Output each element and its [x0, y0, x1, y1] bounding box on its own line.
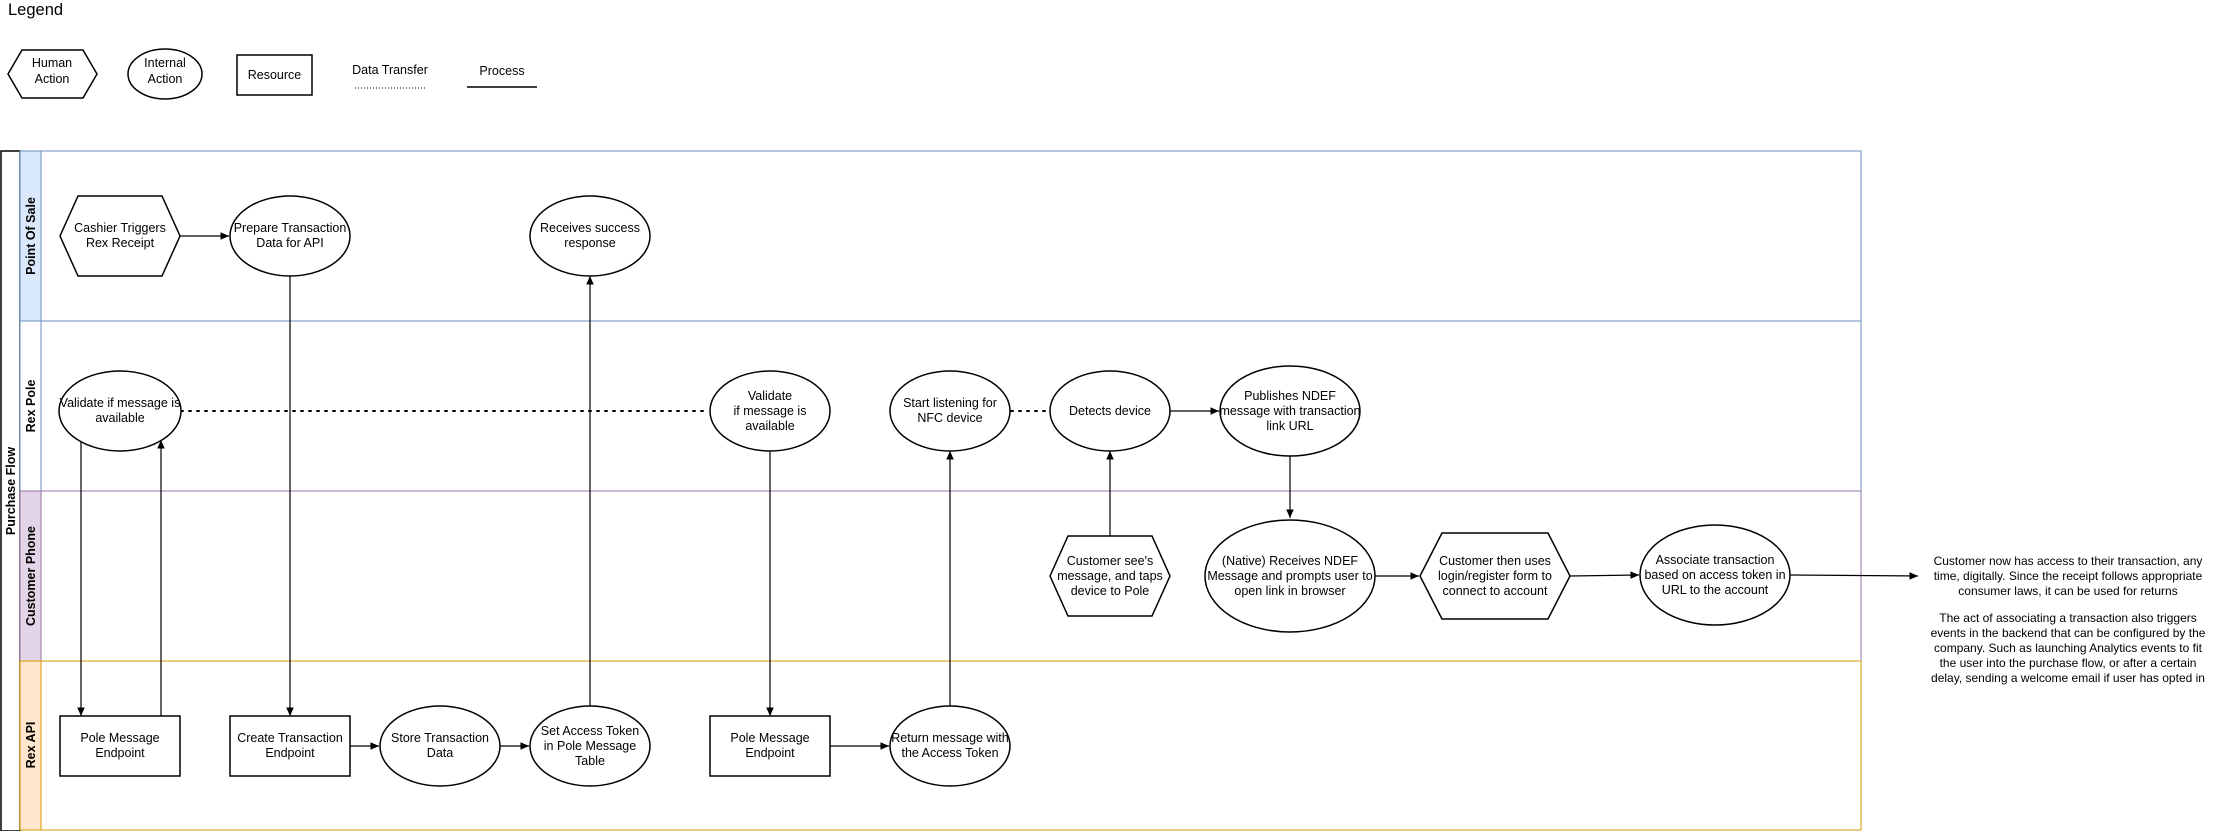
- legend-data-transfer-label: Data Transfer: [352, 63, 428, 77]
- node-cashier-triggers: Cashier Triggers Rex Receipt: [59, 195, 181, 277]
- legend-internal-action-shape: [127, 48, 203, 100]
- node-listen-line1: Start listening for: [903, 396, 997, 410]
- node-prepare-line1: Prepare Transaction: [234, 221, 347, 235]
- node-return-message: Return message with the Access Token: [889, 705, 1011, 787]
- node-validate-message-2: Validate if message is available: [709, 370, 831, 452]
- node-detects-line1: Detects device: [1069, 404, 1151, 418]
- node-store-transaction-data: Store Transaction Data: [379, 705, 501, 787]
- node-receives-success: Receives success response: [529, 195, 651, 277]
- node-cashier-line1: Cashier Triggers: [74, 221, 166, 235]
- edge-login-to-associate: [1569, 571, 1640, 579]
- node-sees-line1: Customer see's: [1067, 554, 1153, 568]
- node-associate-transaction: Associate transaction based on access to…: [1639, 524, 1791, 626]
- node-create-line1: Create Transaction: [237, 731, 343, 745]
- legend-human-action-label-line1: Human: [32, 56, 72, 70]
- note-p2-line5: delay, sending a welcome email if user h…: [1931, 671, 2205, 685]
- node-create-transaction-endpoint: Create Transaction Endpoint: [229, 715, 351, 777]
- node-sees-line3: device to Pole: [1071, 584, 1150, 598]
- note-p2-line4: the user into the purchase flow, or afte…: [1940, 656, 2197, 670]
- node-validate-message-1: Validate if message is available: [58, 370, 182, 452]
- node-sees-line2: message, and taps: [1057, 569, 1163, 583]
- node-store-line2: Data: [427, 746, 453, 760]
- node-native-receives: (Native) Receives NDEF Message and promp…: [1204, 519, 1376, 633]
- node-listen-line2: NFC device: [917, 411, 982, 425]
- node-pole-message-endpoint-2: Pole Message Endpoint: [709, 715, 831, 777]
- node-pole-ep2-line1: Pole Message: [730, 731, 809, 745]
- note-p2-line1: The act of associating a transaction als…: [1939, 611, 2196, 625]
- node-start-listening: Start listening for NFC device: [889, 370, 1011, 452]
- note-p1-line1: Customer now has access to their transac…: [1934, 554, 2203, 568]
- legend-internal-action-label-line1: Internal: [144, 56, 186, 70]
- node-publishes-ndef: Publishes NDEF message with transaction …: [1219, 365, 1361, 457]
- node-create-line2: Endpoint: [265, 746, 315, 760]
- node-associate-line2: based on access token in: [1644, 568, 1785, 582]
- note-p2-line3: company. Such as launching Analytics eve…: [1934, 641, 2203, 655]
- pool-title: Purchase Flow: [4, 447, 18, 535]
- note-p1-line3: consumer laws, it can be used for return…: [1958, 584, 2177, 598]
- node-prepare-transaction: Prepare Transaction Data for API: [229, 195, 351, 277]
- legend-human-action-label-line2: Action: [35, 72, 70, 86]
- outcome-note: Customer now has access to their transac…: [1931, 554, 2206, 685]
- node-set-access-token: Set Access Token in Pole Message Table: [529, 705, 651, 787]
- lane-phone-label: Customer Phone: [24, 526, 38, 626]
- node-pole-message-endpoint-1: Pole Message Endpoint: [59, 715, 181, 777]
- note-p2-line2: events in the backend that can be config…: [1931, 626, 2206, 640]
- lane-api-label: Rex API: [24, 722, 38, 769]
- node-settoken-line3: Table: [575, 754, 605, 768]
- node-associate-line1: Associate transaction: [1656, 553, 1775, 567]
- legend-process-label: Process: [479, 64, 524, 78]
- legend: Legend Human Action Internal Action Reso…: [7, 1, 537, 100]
- legend-resource-shape: [236, 54, 313, 96]
- legend-internal-action-label-line2: Action: [148, 72, 183, 86]
- legend-title: Legend: [8, 1, 63, 19]
- node-prepare-line2: Data for API: [256, 236, 323, 250]
- node-native-line3: open link in browser: [1234, 584, 1345, 598]
- node-associate-line3: URL to the account: [1662, 583, 1769, 597]
- node-publishes-line2: message with transaction: [1219, 404, 1360, 418]
- node-validate1-line2: available: [95, 411, 144, 425]
- node-success-line2: response: [564, 236, 615, 250]
- node-validate1-line1: Validate if message is: [60, 396, 181, 410]
- note-p1-line2: time, digitally. Since the receipt follo…: [1934, 569, 2203, 583]
- node-return-line2: the Access Token: [901, 746, 998, 760]
- pool: Purchase Flow Point Of Sale Rex Pole Cus…: [0, 150, 1862, 831]
- node-pole-ep1-line2: Endpoint: [95, 746, 145, 760]
- node-pole-ep2-line2: Endpoint: [745, 746, 795, 760]
- node-publishes-line1: Publishes NDEF: [1244, 389, 1336, 403]
- legend-human-action-shape: [7, 49, 98, 99]
- connectors: [77, 232, 1919, 750]
- node-settoken-line1: Set Access Token: [541, 724, 639, 738]
- node-validate2-line3: available: [745, 419, 794, 433]
- node-native-line2: Message and prompts user to: [1207, 569, 1372, 583]
- node-customer-sees: Customer see's message, and taps device …: [1049, 535, 1171, 617]
- node-validate2-line1: Validate: [748, 389, 792, 403]
- node-login-line3: connect to account: [1443, 584, 1548, 598]
- node-publishes-line3: link URL: [1266, 419, 1313, 433]
- lane-pos-label: Point Of Sale: [24, 197, 38, 275]
- node-return-line1: Return message with: [891, 731, 1008, 745]
- node-detects-device: Detects device: [1049, 370, 1171, 452]
- node-login-line1: Customer then uses: [1439, 554, 1551, 568]
- node-validate2-line2: if message is: [734, 404, 807, 418]
- edge-associate-to-note: [1789, 572, 1919, 580]
- node-success-line1: Receives success: [540, 221, 640, 235]
- node-native-line1: (Native) Receives NDEF: [1222, 554, 1359, 568]
- nodes: Cashier Triggers Rex Receipt Prepare Tra…: [58, 195, 1791, 787]
- node-login-line2: login/register form to: [1438, 569, 1552, 583]
- node-store-line1: Store Transaction: [391, 731, 489, 745]
- lane-pole-label: Rex Pole: [24, 380, 38, 433]
- node-settoken-line2: in Pole Message: [544, 739, 636, 753]
- node-customer-login: Customer then uses login/register form t…: [1419, 532, 1571, 620]
- legend-resource-label: Resource: [248, 68, 302, 82]
- lane-api-body: [40, 660, 1862, 831]
- node-cashier-line2: Rex Receipt: [86, 236, 155, 250]
- node-pole-ep1-line1: Pole Message: [80, 731, 159, 745]
